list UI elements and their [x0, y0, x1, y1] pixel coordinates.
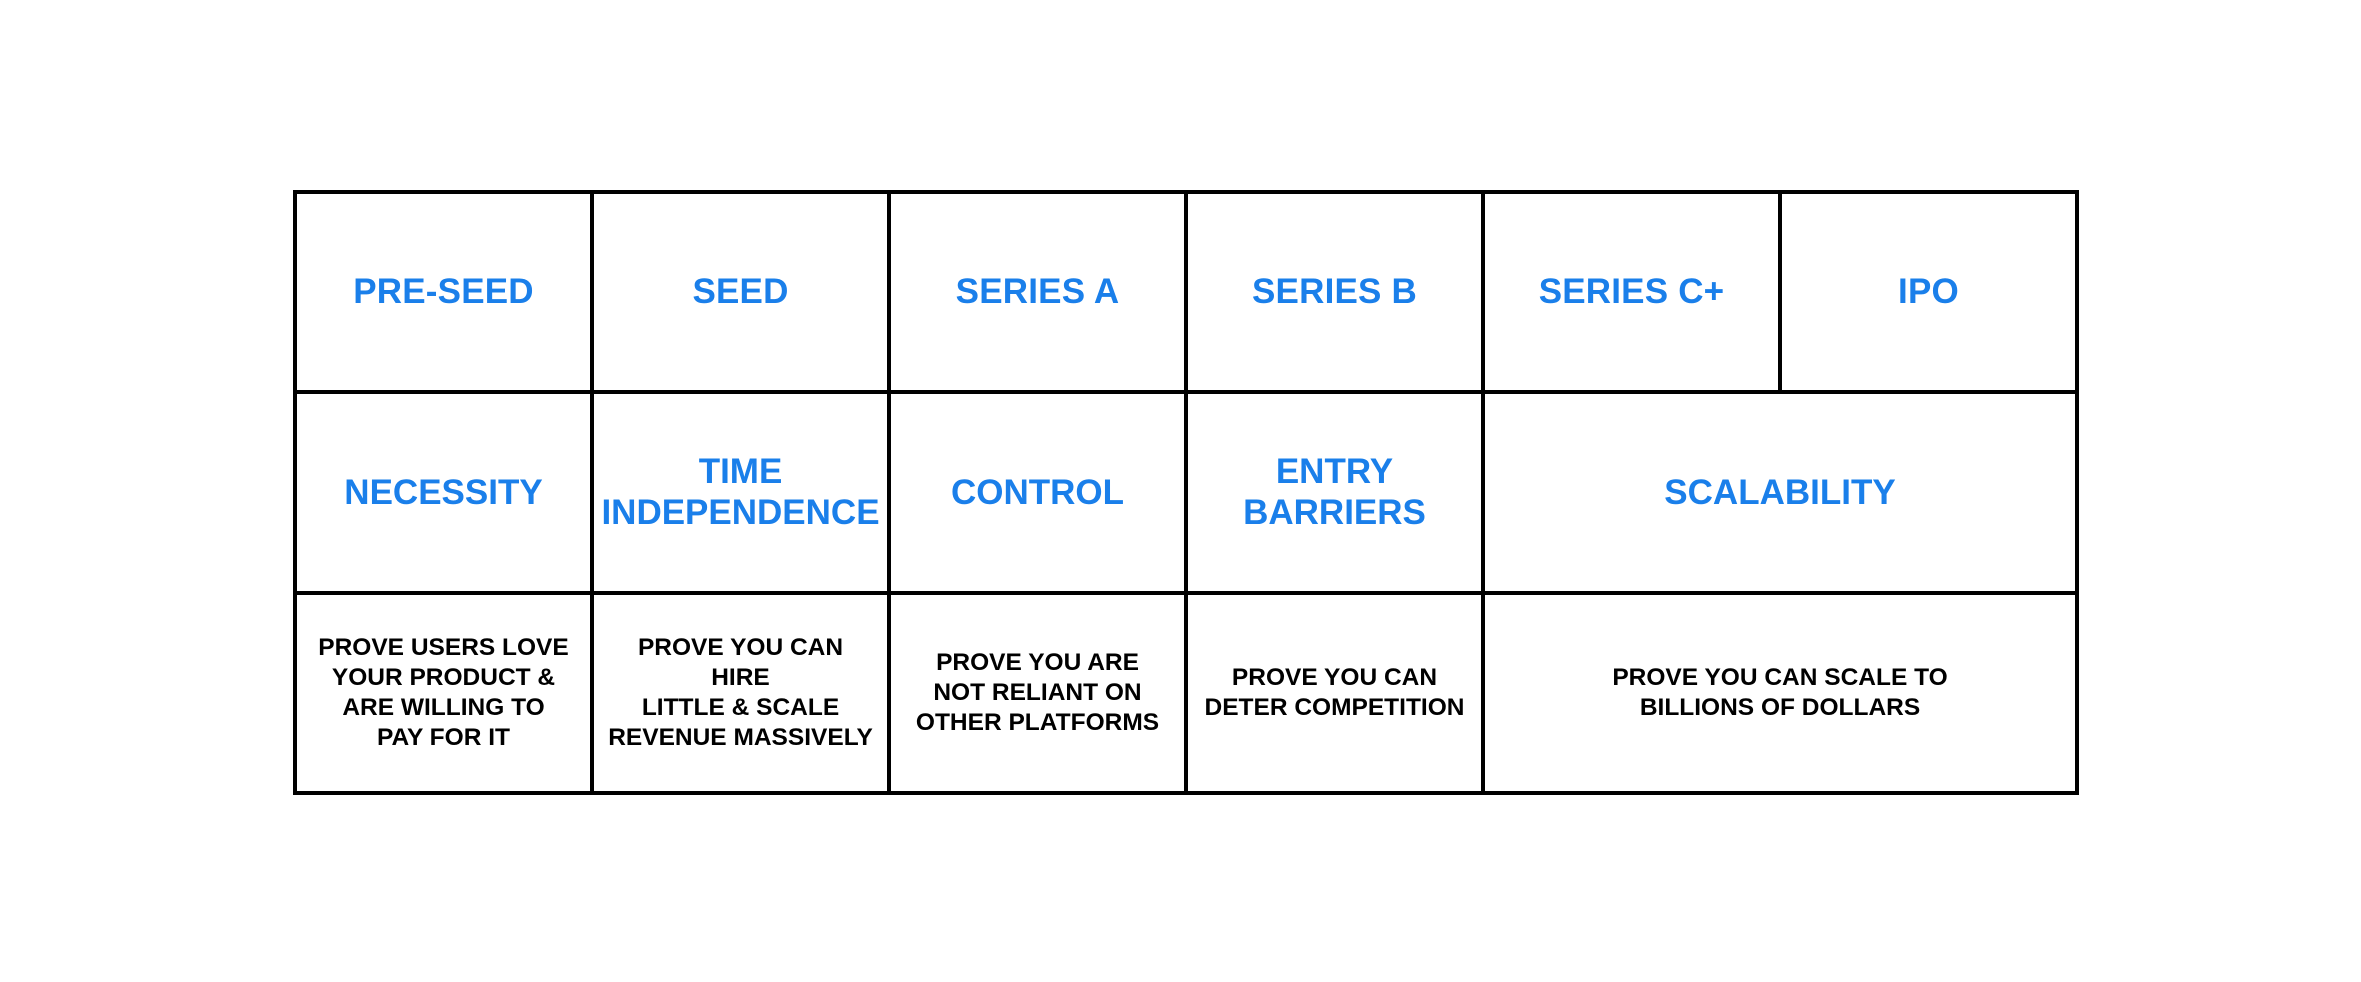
description-line: OTHER PLATFORMS: [915, 708, 1160, 736]
factor-cell-entry-barriers: ENTRY BARRIERS: [1184, 390, 1485, 595]
factor-label: SCALABILITY: [1664, 472, 1896, 512]
stage-label: SEED: [692, 272, 789, 312]
factor-cell-scalability: SCALABILITY: [1481, 390, 2079, 595]
description-line: PAY FOR IT: [377, 723, 510, 751]
stage-label: PRE-SEED: [353, 272, 534, 312]
description-line: BILLIONS OF DOLLARS: [1639, 693, 1921, 721]
description-line: DETER COMPETITION: [1204, 693, 1465, 721]
description-cell-necessity: PROVE USERS LOVE YOUR PRODUCT & ARE WILL…: [293, 590, 594, 795]
description-line: PROVE YOU CAN: [1231, 663, 1438, 691]
factor-label-line: BARRIERS: [1243, 493, 1426, 533]
description-line: YOUR PRODUCT &: [331, 663, 556, 691]
stage-label: SERIES C+: [1538, 272, 1725, 312]
stage-cell-seed: SEED: [590, 190, 891, 395]
description-line: PROVE YOU CAN HIRE: [637, 633, 844, 691]
description-line: PROVE YOU ARE: [936, 648, 1139, 676]
description-line: PROVE USERS LOVE: [318, 633, 569, 661]
factor-label-line: ENTRY: [1275, 452, 1394, 492]
stage-label: SERIES B: [1252, 272, 1417, 312]
stage-cell-pre-seed: PRE-SEED: [293, 190, 594, 395]
description-line: LITTLE & SCALE: [641, 693, 840, 721]
factor-cell-time-independence: TIME INDEPENDENCE: [590, 390, 891, 595]
factor-label-line: INDEPENDENCE: [601, 493, 880, 533]
factor-label: CONTROL: [950, 472, 1125, 512]
factor-cell-necessity: NECESSITY: [293, 390, 594, 595]
description-cell-scalability: PROVE YOU CAN SCALE TO BILLIONS OF DOLLA…: [1481, 590, 2079, 795]
description-line: NOT RELIANT ON: [933, 678, 1142, 706]
description-line: REVENUE MASSIVELY: [608, 723, 873, 751]
stage-label: IPO: [1898, 272, 1959, 312]
stage-cell-series-c-plus: SERIES C+: [1481, 190, 1782, 395]
factor-label-line: TIME: [698, 452, 783, 492]
funding-stage-grid: PRE-SEED SEED SERIES A SERIES B SERIES C…: [293, 190, 2079, 795]
stage-cell-series-a: SERIES A: [887, 190, 1188, 395]
description-cell-control: PROVE YOU ARE NOT RELIANT ON OTHER PLATF…: [887, 590, 1188, 795]
description-line: ARE WILLING TO: [342, 693, 545, 721]
stage-label: SERIES A: [955, 272, 1120, 312]
description-line: PROVE YOU CAN SCALE TO: [1612, 663, 1948, 691]
factor-label: NECESSITY: [344, 472, 543, 512]
stage-cell-series-b: SERIES B: [1184, 190, 1485, 395]
factor-cell-control: CONTROL: [887, 390, 1188, 595]
description-cell-entry-barriers: PROVE YOU CAN DETER COMPETITION: [1184, 590, 1485, 795]
stage-cell-ipo: IPO: [1778, 190, 2079, 395]
description-cell-time-independence: PROVE YOU CAN HIRE LITTLE & SCALE REVENU…: [590, 590, 891, 795]
